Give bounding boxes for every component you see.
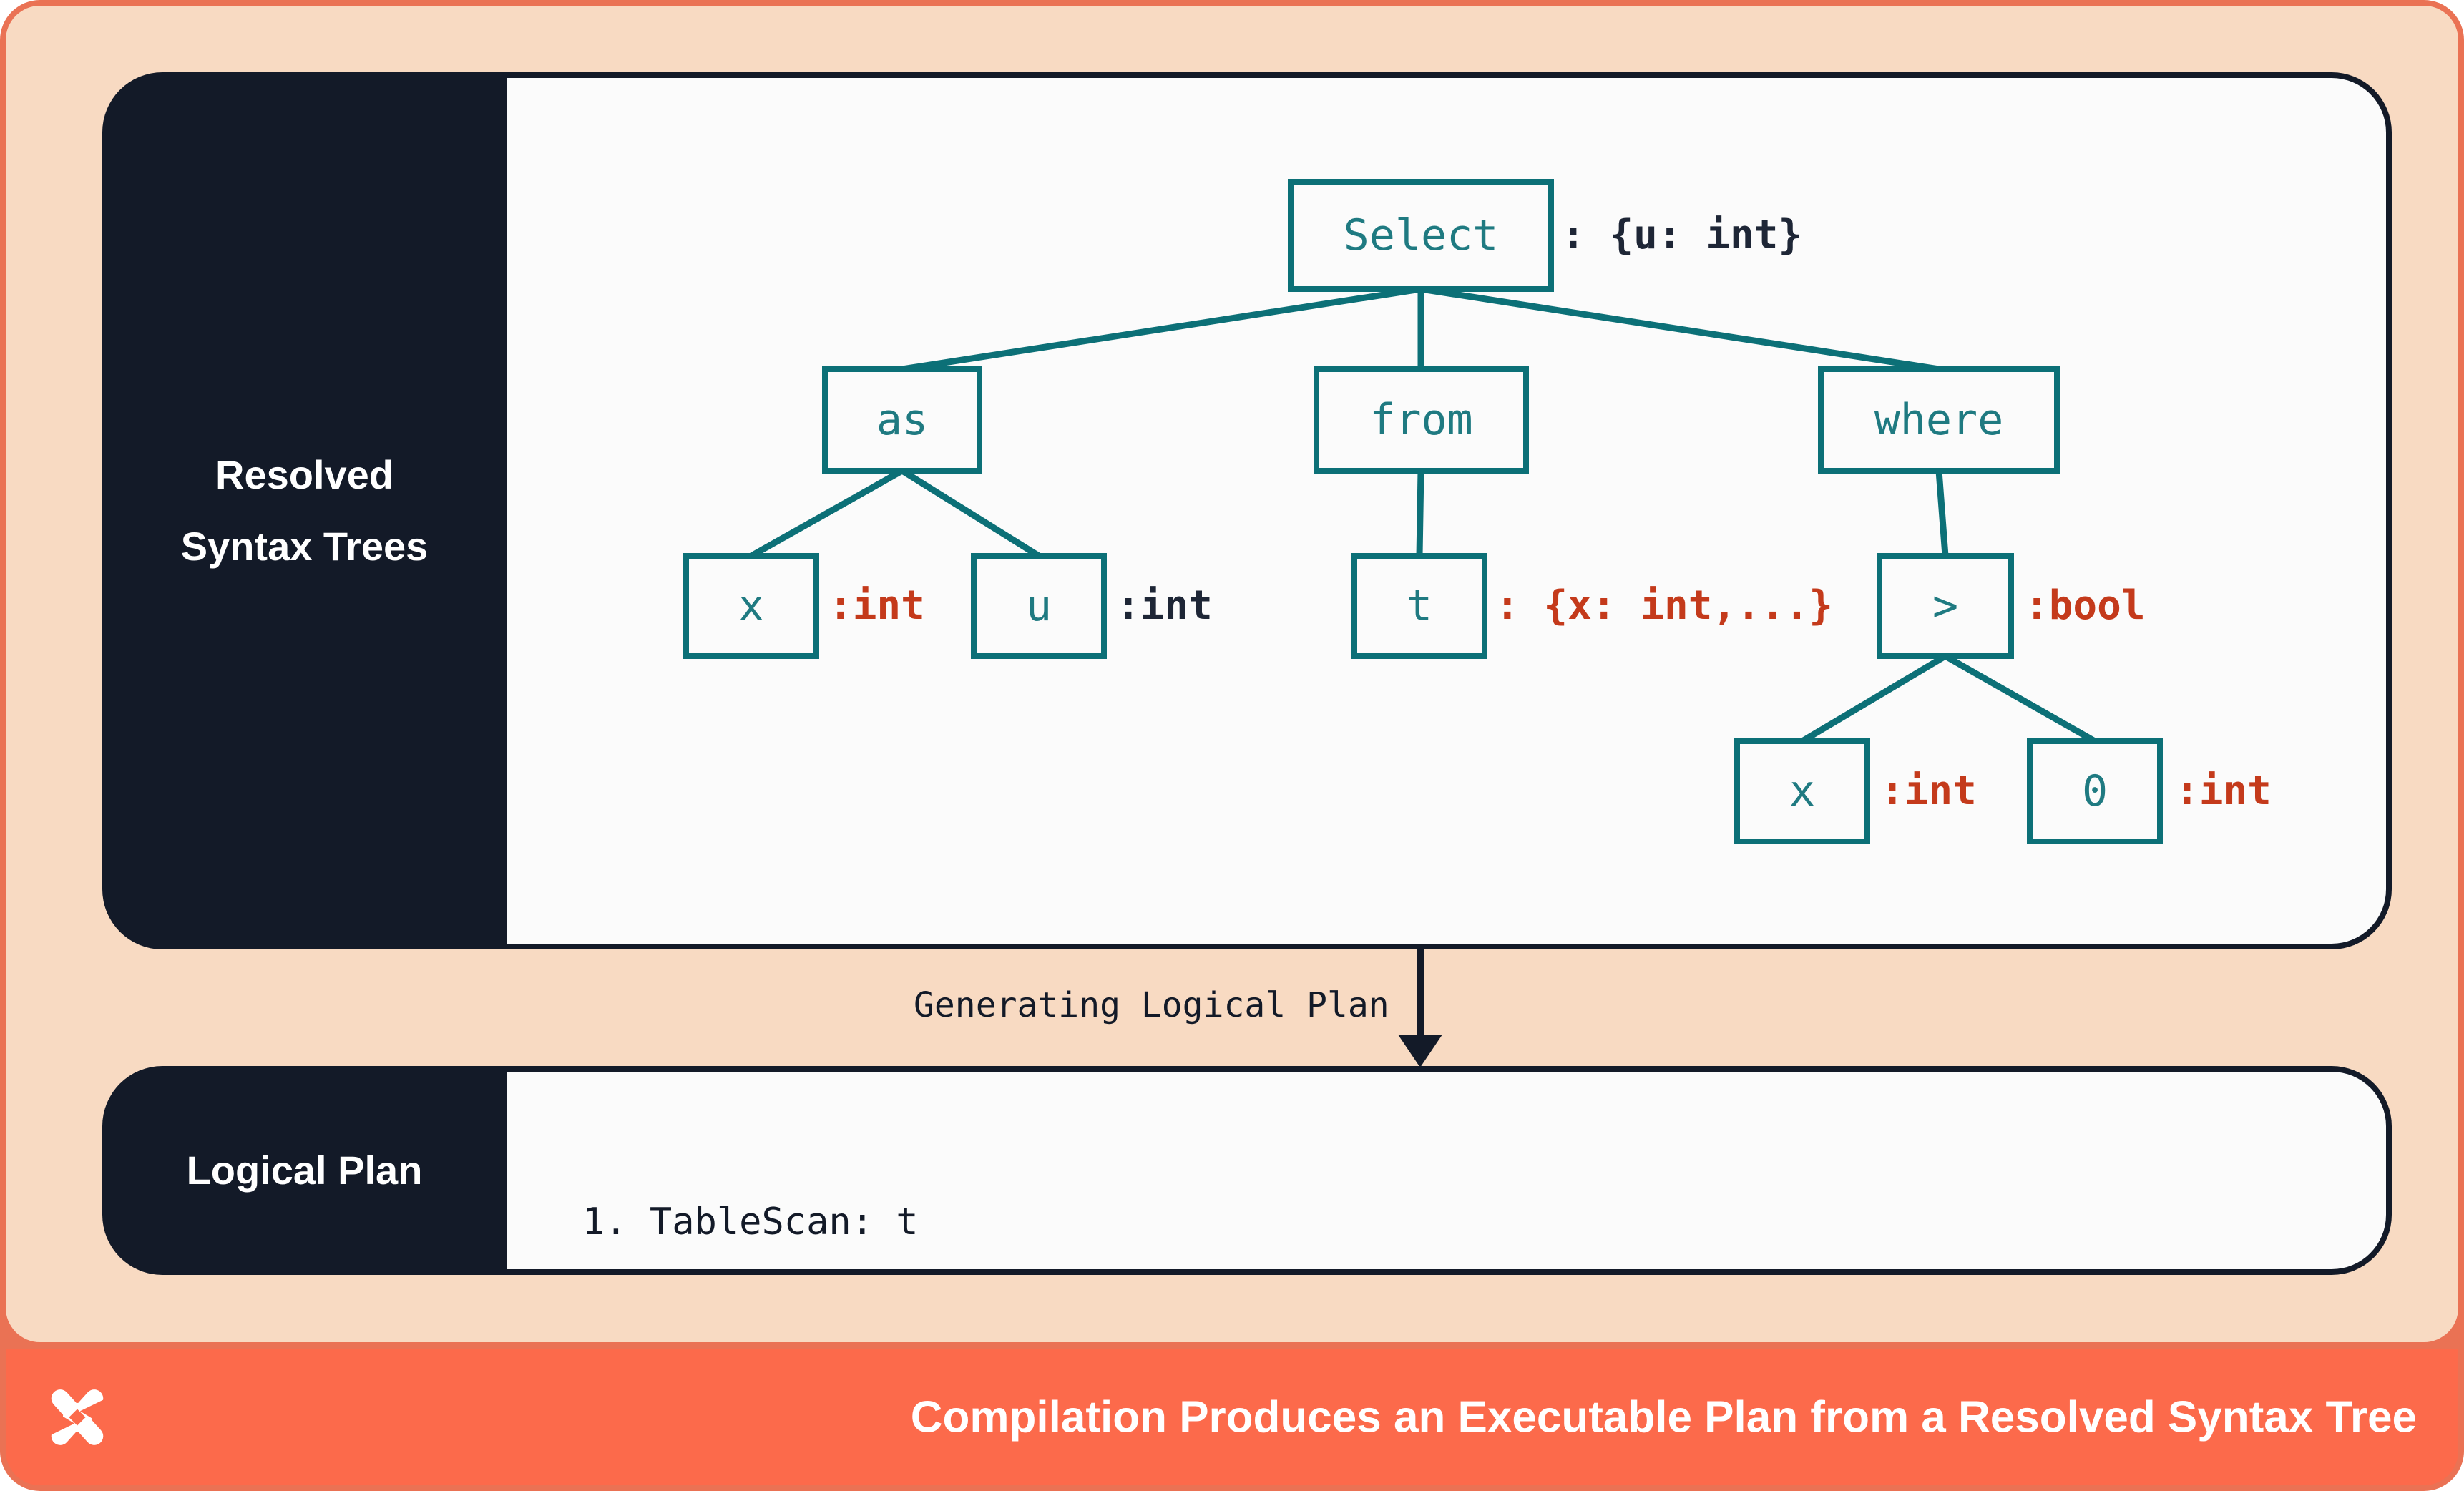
type-annotation-select: : {u: int}	[1561, 212, 1803, 258]
node-select-label: Select	[1343, 210, 1499, 260]
node-zero: 0	[2027, 738, 2163, 844]
logical-plan-body: 1. TableScan: t 2. Filter: t.x > 0 3. Pr…	[507, 1072, 2386, 1394]
type-annotation-t: : {x: int,...}	[1495, 582, 1834, 629]
resolved-panel-title-line1: Resolved	[215, 452, 393, 497]
node-x-cmp-label: x	[1789, 766, 1816, 816]
type-annotation-zero: :int	[2175, 768, 2272, 814]
node-x-alias: x	[683, 553, 819, 659]
node-as-label: as	[876, 395, 929, 445]
footer-bar: Compilation Produces an Executable Plan …	[6, 1349, 2458, 1485]
transition-label: Generating Logical Plan	[914, 985, 1389, 1025]
footer-caption: Compilation Produces an Executable Plan …	[910, 1392, 2417, 1442]
logical-panel-sidebar: Logical Plan	[102, 1066, 507, 1275]
logical-panel-title: Logical Plan	[186, 1148, 423, 1193]
type-annotation-x-cmp: :int	[1880, 768, 1977, 814]
node-where-label: where	[1874, 395, 2004, 445]
node-x-alias-label: x	[738, 581, 765, 631]
type-annotation-x-alias: :int	[828, 582, 925, 629]
type-annotation-u: :int	[1116, 582, 1213, 629]
node-u: u	[971, 553, 1107, 659]
node-t: t	[1351, 553, 1487, 659]
node-zero-label: 0	[2081, 766, 2108, 816]
node-greater-than: >	[1877, 553, 2014, 659]
plan-step-1: 1. TableScan: t	[582, 1201, 919, 1243]
node-from: from	[1314, 366, 1529, 474]
transition-arrow	[1398, 949, 1442, 1067]
node-as: as	[822, 366, 982, 474]
resolved-panel-title-line2: Syntax Trees	[180, 524, 429, 569]
node-u-label: u	[1025, 581, 1052, 631]
resolved-panel-sidebar: Resolved Syntax Trees	[102, 72, 507, 949]
logical-plan-panel: 1. TableScan: t 2. Filter: t.x > 0 3. Pr…	[102, 1066, 2392, 1394]
node-t-label: t	[1406, 581, 1433, 631]
pinwheel-x-logo-icon	[43, 1383, 112, 1452]
node-select: Select	[1288, 179, 1554, 292]
node-where: where	[1818, 366, 2060, 474]
node-x-cmp: x	[1734, 738, 1870, 844]
node-from-label: from	[1369, 395, 1473, 445]
type-annotation-greater-than: :bool	[2025, 582, 2146, 629]
node-greater-than-label: >	[1932, 581, 1959, 631]
